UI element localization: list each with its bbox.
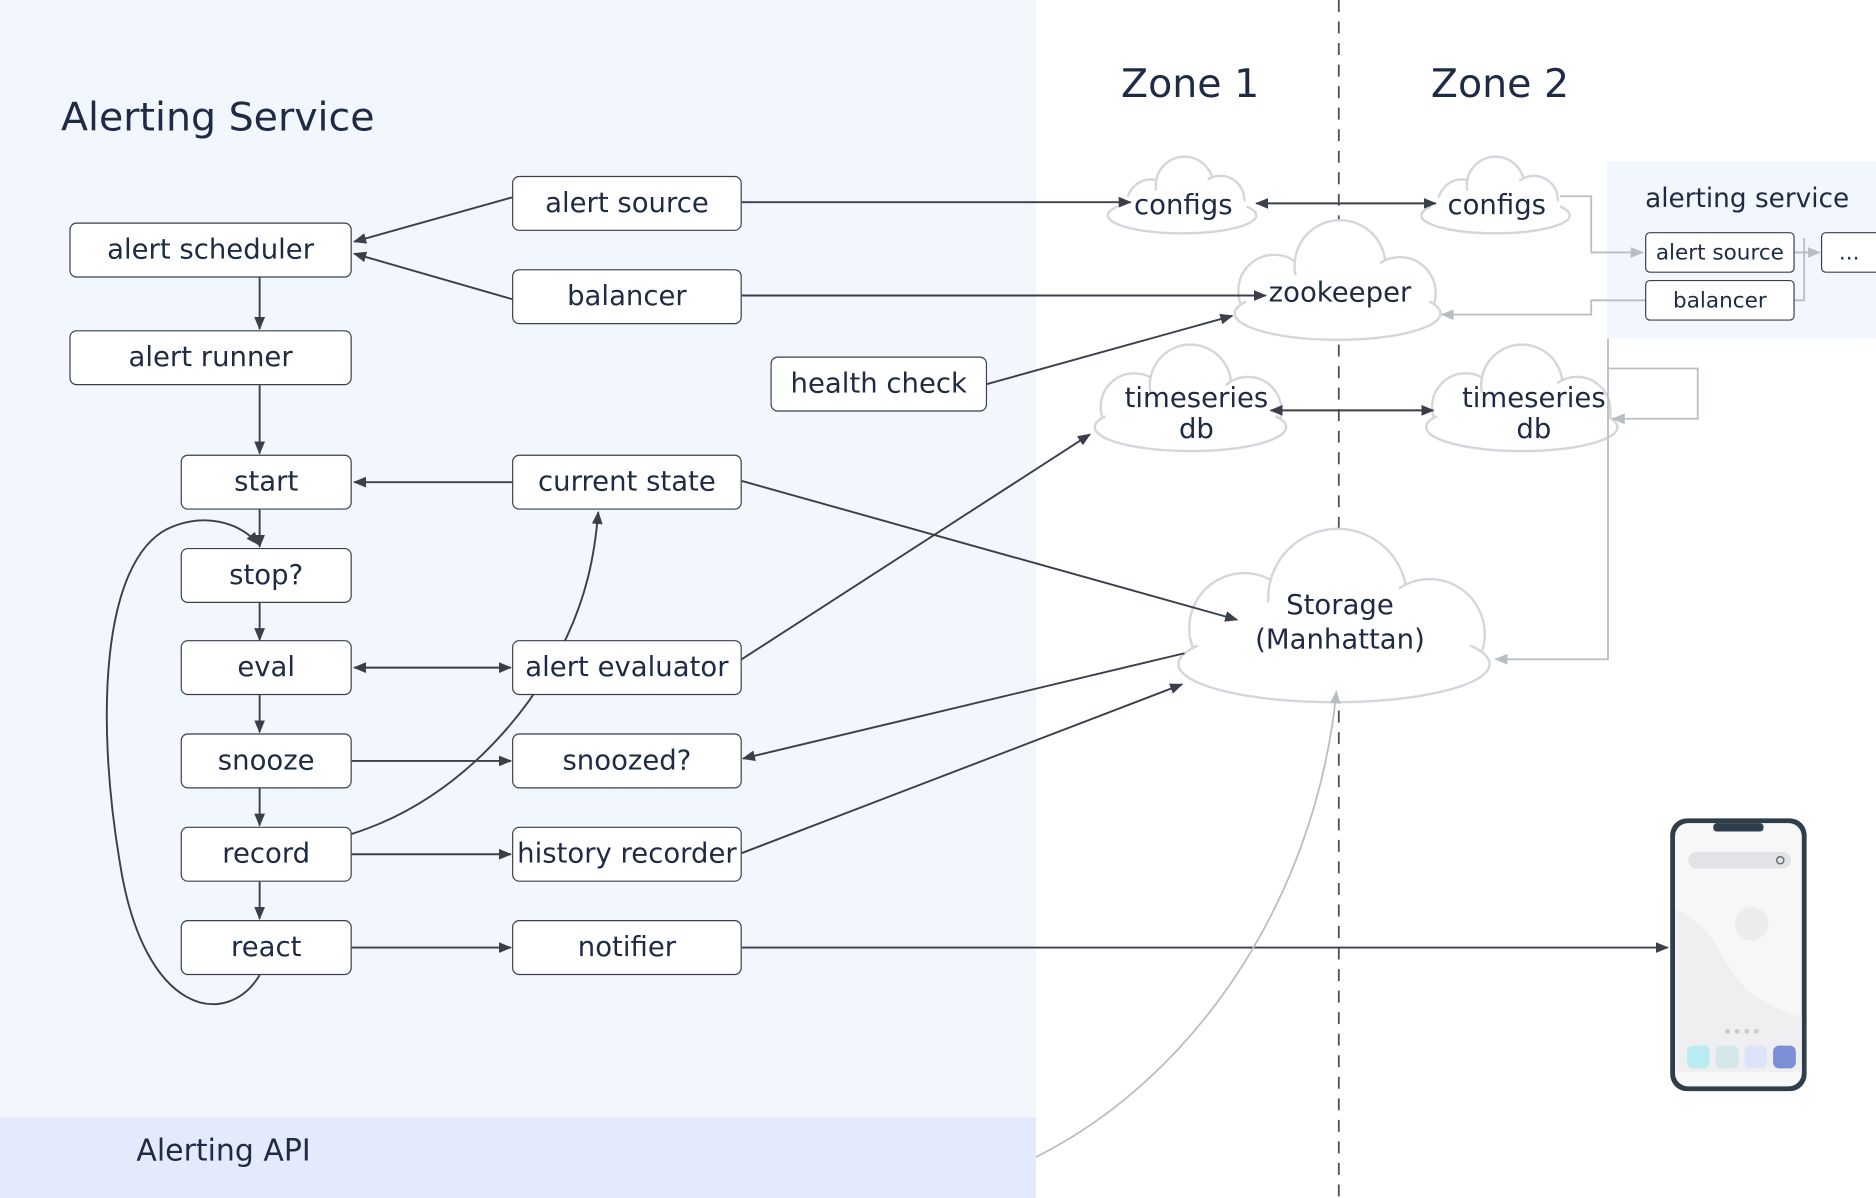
arrow-balancer-to-scheduler <box>352 251 513 301</box>
arrow-current-state-to-storage <box>741 480 1239 622</box>
timeseries-db-zone2-line2: db <box>1516 413 1552 446</box>
timeseries-db-zone2-line1: timeseries <box>1461 382 1606 414</box>
eval-step: eval <box>180 640 352 696</box>
storage-line1: Storage <box>1286 589 1394 621</box>
smartphone-icon <box>1670 818 1807 1092</box>
remote-balancer-box: balancer <box>1645 279 1795 321</box>
arrow-history-recorder-to-storage <box>741 683 1184 854</box>
arrow-remote-to-storage <box>1494 338 1609 665</box>
arrow-remote-to-timeseries-db <box>1606 367 1699 425</box>
alert-evaluator-box: alert evaluator <box>512 640 742 696</box>
snoozed-box: snoozed? <box>512 733 742 789</box>
alert-runner-box: alert runner <box>69 330 352 386</box>
health-check-box: health check <box>770 356 988 412</box>
zone-1-title: Zone 1 <box>1121 59 1260 107</box>
alerting-service-title: Alerting Service <box>61 93 375 140</box>
remote-alert-source-box: alert source <box>1645 232 1795 273</box>
remote-more-box: ... <box>1820 232 1876 273</box>
storage-line2: (Manhattan) <box>1255 624 1425 656</box>
timeseries-db-zone2-label: timeseries db <box>1462 383 1606 445</box>
arrow-remote-balancer-to-zookeeper <box>1440 299 1646 321</box>
record-step: record <box>180 826 352 882</box>
remote-alerting-service-title: alerting service <box>1645 184 1850 215</box>
alert-scheduler-box: alert scheduler <box>69 222 352 278</box>
snooze-step: snooze <box>180 733 352 789</box>
configs-zone1-label: configs <box>1133 190 1233 222</box>
alerting-api-panel <box>0 1117 1037 1198</box>
stop-step: stop? <box>180 547 352 604</box>
timeseries-db-zone1-line2: db <box>1178 413 1214 446</box>
alert-source-box: alert source <box>512 175 742 231</box>
arrow-api-to-storage <box>1035 690 1341 1158</box>
zone-2-title: Zone 2 <box>1430 59 1570 107</box>
configs-zone2-label: configs <box>1447 190 1547 222</box>
arrow-alert-evaluator-to-timeseries-db <box>741 433 1091 661</box>
timeseries-db-zone1-label: timeseries db <box>1125 383 1269 445</box>
start-step: start <box>180 454 352 510</box>
arrow-health-check-to-zookeeper <box>986 313 1234 385</box>
current-state-box: current state <box>512 454 742 510</box>
arrow-alert-source-to-scheduler <box>352 196 513 244</box>
history-recorder-box: history recorder <box>512 826 742 882</box>
arrow-storage-to-snoozed <box>741 652 1185 761</box>
balancer-box: balancer <box>512 269 742 325</box>
alerting-api-title: Alerting API <box>136 1133 311 1168</box>
arrow-remote-balancer-to-more <box>1794 238 1806 302</box>
timeseries-db-zone1-line1: timeseries <box>1124 382 1269 414</box>
storage-label: Storage (Manhattan) <box>1255 589 1425 658</box>
notifier-box: notifier <box>512 920 742 976</box>
loop-react-to-stop <box>105 519 261 1006</box>
zookeeper-label: zookeeper <box>1268 277 1412 309</box>
react-step: react <box>180 920 352 976</box>
arrow-configs-to-remote-alert-source <box>1560 195 1644 258</box>
